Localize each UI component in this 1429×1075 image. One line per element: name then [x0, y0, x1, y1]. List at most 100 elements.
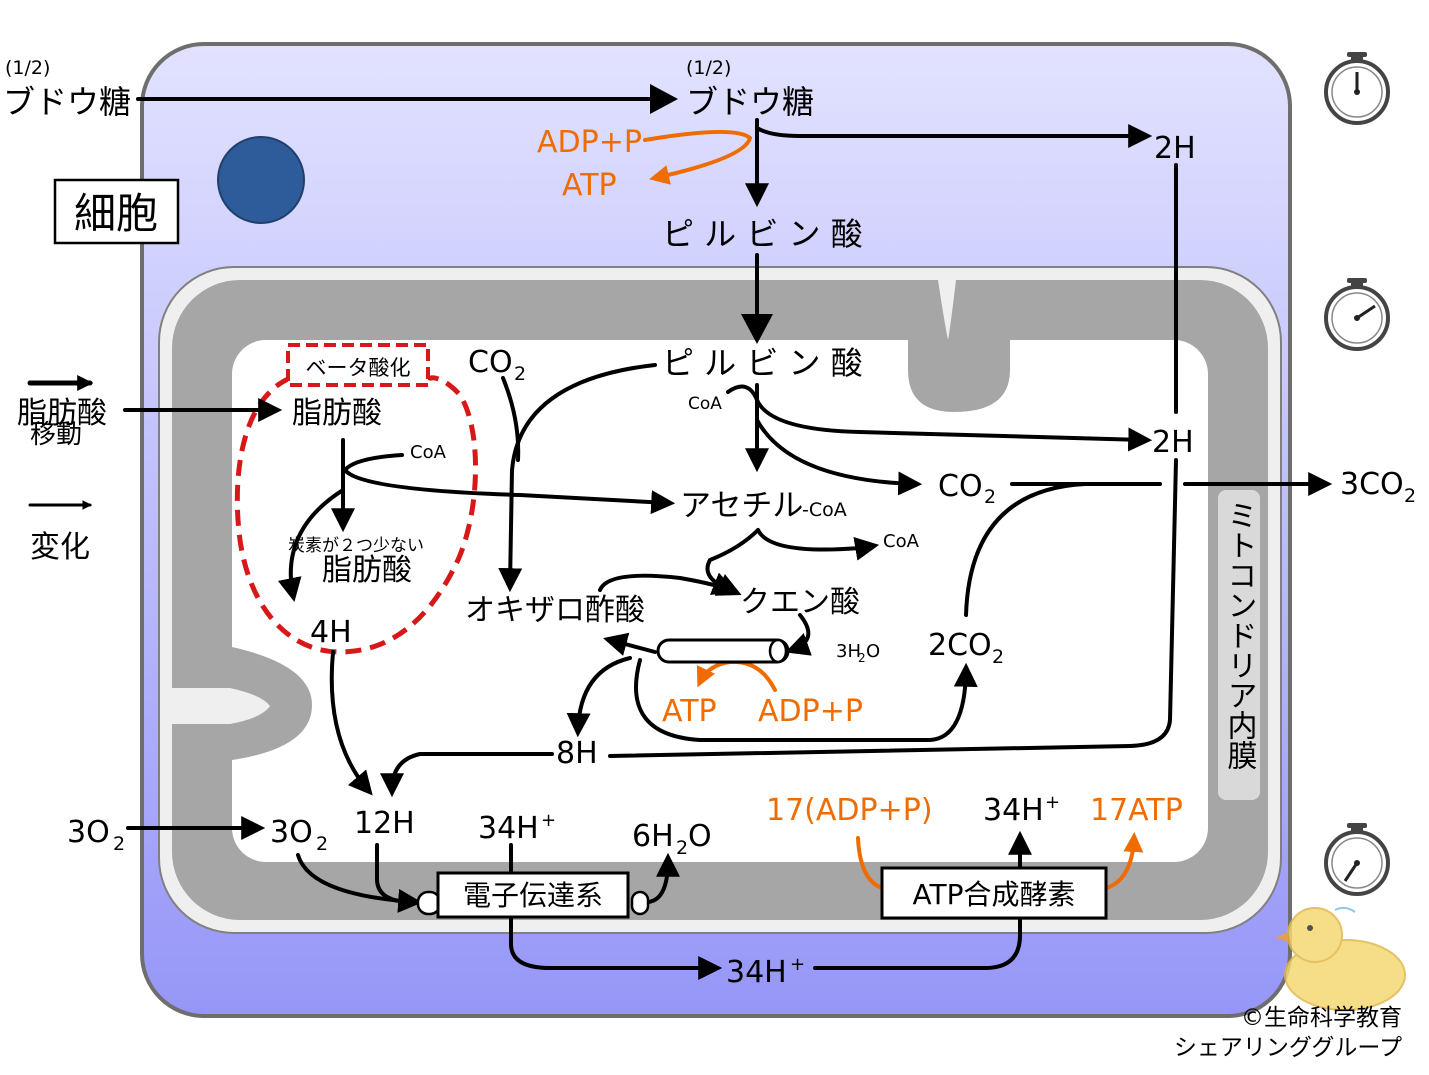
three-co2-sub: 2	[1404, 485, 1416, 507]
arrow-etc-bottom	[509, 916, 723, 980]
h-plus-bottom-sup: +	[790, 954, 805, 975]
co2-mid: CO 2	[938, 469, 996, 508]
beta-oxidation-label: ベータ酸化	[306, 356, 411, 380]
water-sub: 2	[676, 837, 688, 859]
water-text: 6H	[632, 819, 674, 854]
three-h2o-sub: 2	[858, 651, 866, 665]
legend-change: 変化	[30, 530, 90, 565]
co2-top-left-sub: 2	[514, 363, 526, 385]
atp-synthase-label: ATP合成酵素	[913, 878, 1076, 911]
acetyl-suffix: -CoA	[802, 499, 847, 521]
water: 6H 2 O	[632, 819, 712, 859]
twelve-h: 12H	[354, 806, 415, 841]
beta-oxidation-region	[234, 375, 478, 655]
h-plus-etc: 34H +	[478, 810, 556, 846]
atp-cycle: ATP	[662, 694, 717, 729]
mitochondrion	[158, 266, 1282, 934]
glucose-inside: ブドウ糖	[686, 83, 814, 121]
cell-label: 細胞	[74, 189, 158, 238]
atp-17: 17ATP	[1090, 793, 1183, 828]
o2-outside-text: 3O	[67, 815, 110, 850]
short-fatty: 脂肪酸	[322, 553, 412, 588]
acetyl-main: アセチル	[680, 488, 803, 524]
fatty-acid: 脂肪酸	[292, 396, 382, 431]
inner-membrane-label-box	[1218, 490, 1260, 800]
atp-top: ATP	[562, 168, 617, 203]
eight-h: 8H	[556, 736, 598, 771]
line-bottom-synthase	[813, 916, 1022, 970]
arrow-cycle-8h	[566, 656, 632, 738]
line-2h-down	[608, 458, 1178, 758]
arrow-glucose-2h	[755, 124, 1153, 148]
three-co2-text: 3CO	[1340, 467, 1404, 502]
stopwatch-icon	[1324, 52, 1390, 125]
two-co2-text: 2CO	[928, 628, 992, 663]
pyruvate-mito: ピ ル ビ ン 酸	[662, 344, 863, 382]
nucleus	[217, 136, 305, 224]
arrow-fatty-4h	[277, 488, 345, 603]
cell-label-box	[53, 178, 180, 245]
legend-move-line1: 脂肪酸	[17, 396, 107, 431]
arrow-h2o	[785, 613, 812, 656]
beta-oxidation-box	[286, 343, 430, 387]
two-co2-sub: 2	[992, 646, 1004, 668]
adp-p-cycle: ADP+P	[758, 694, 863, 729]
o2-inside-sub: 2	[316, 833, 328, 855]
arrow-12h-etc	[375, 843, 414, 904]
legend-move-line2: 移動	[30, 420, 82, 450]
four-h: 4H	[310, 615, 352, 650]
o2-outside-sub: 2	[113, 833, 125, 855]
two-h-top: 2H	[1154, 131, 1196, 166]
arrow-synthase-atp	[1104, 832, 1144, 890]
arrow-co2-left	[501, 376, 521, 462]
three-h2o-b: O	[866, 641, 880, 662]
arrow-coa-fatty	[343, 453, 404, 472]
atp-synthase: ATP合成酵素	[880, 866, 1108, 920]
duck-illustration	[1275, 906, 1406, 1011]
water-tail: O	[688, 819, 712, 854]
o2-outside: 3O 2	[67, 815, 125, 855]
short-fatty-small: 炭素が２つ少ない	[288, 536, 424, 556]
acetyl-coa: アセチル -CoA	[680, 488, 847, 524]
tca-cylinder	[656, 638, 790, 664]
stopwatch-icon	[1324, 278, 1390, 351]
arrowhead-pyruvate	[741, 314, 773, 344]
etc-label: 電子伝達系	[463, 879, 603, 912]
copyright-line1: ©生命科学教育	[1241, 1005, 1402, 1031]
co2-top-left-text: CO	[468, 345, 513, 380]
oxaloacetate: オキザロ酢酸	[465, 593, 645, 628]
arrow-cycle-oxalo	[603, 632, 657, 656]
co2-mid-sub: 2	[984, 486, 996, 508]
co2-mid-text: CO	[938, 469, 983, 504]
three-co2-out: 3CO 2	[1340, 467, 1416, 507]
coa-pyruvate: CoA	[688, 394, 722, 414]
arrow-coa-in	[726, 384, 759, 402]
arrow-4h-12h	[329, 650, 373, 796]
h-plus-synthase-text: 34H	[983, 793, 1044, 828]
arrow-fatty-acetyl	[343, 468, 676, 515]
adp-p-17: 17(ADP+P)	[766, 793, 933, 828]
h-plus-synthase-sup: +	[1045, 792, 1060, 813]
arrow-etc-water	[646, 852, 680, 904]
arrow-adp-atp-top	[643, 129, 753, 185]
adp-p-top: ADP+P	[537, 125, 642, 160]
arrow-adp-synthase	[856, 836, 884, 890]
arrow-pyruvate-co2	[755, 418, 923, 496]
pyruvate-cytoplasm: ピ ル ビ ン 酸	[662, 215, 863, 253]
arrow-co2-curve	[498, 363, 657, 593]
two-h-mid: 2H	[1152, 425, 1194, 460]
arrow-8h-12h	[380, 752, 554, 798]
glucose-outside: ブドウ糖	[3, 83, 131, 121]
arrow-acetyl-coa	[756, 528, 880, 561]
coa-fatty: CoA	[410, 442, 447, 463]
citrate: クエン酸	[740, 585, 860, 620]
arrow-2co2-up	[964, 482, 1087, 617]
copyright-line2: シェアリンググループ	[1174, 1035, 1402, 1061]
etc-complex: 電子伝達系	[416, 871, 650, 919]
h-plus-synthase: 34H +	[983, 792, 1060, 828]
two-co2: 2CO 2	[928, 628, 1004, 668]
glucose-fraction-outside: (1/2)	[5, 57, 50, 79]
three-h2o-a: 3H	[836, 641, 861, 662]
h-plus-bottom: 34H +	[726, 954, 805, 990]
